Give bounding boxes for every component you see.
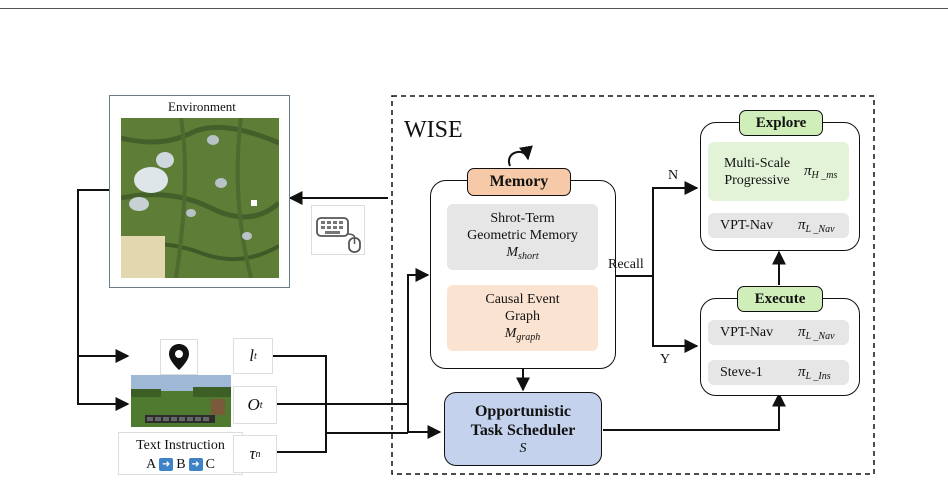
tau-edge <box>276 432 408 453</box>
multi-scale-progressive-box: Multi-Scale Progressive πH _ms <box>708 142 849 201</box>
instruction-step-b: B <box>176 456 186 472</box>
minecraft-map-image <box>121 118 279 278</box>
location-pin-box <box>160 339 198 375</box>
memory-header: Memory <box>467 168 571 196</box>
ot-to-scheduler-edge <box>276 403 442 439</box>
recall-n-edge <box>652 181 699 276</box>
arrow-right-icon: ➜ <box>159 457 174 471</box>
action-device <box>311 205 365 255</box>
location-pin-icon <box>169 344 189 370</box>
n-label: N <box>668 168 679 183</box>
scheduler-to-execute-edge <box>603 392 786 431</box>
recall-label: Recall <box>608 257 644 272</box>
text-instruction-title: Text Instruction <box>136 437 225 453</box>
execute-vpt-nav-box: VPT-Nav πL _Nav <box>708 320 849 345</box>
wise-frame <box>391 95 875 475</box>
environment-label: Environment <box>168 98 236 114</box>
arrow-right-icon: ➜ <box>188 457 203 471</box>
instruction-step-a: A <box>146 456 157 472</box>
lt-edge <box>272 355 327 433</box>
environment-panel: Environment <box>109 95 290 288</box>
env-to-obs-edge <box>77 189 130 411</box>
text-instruction-sequence: A ➜ B ➜ C <box>119 455 242 473</box>
memory-self-loop <box>507 145 533 167</box>
instruction-step-c: C <box>205 456 215 472</box>
execute-steve-box: Steve-1 πL _Ins <box>708 360 849 385</box>
short-term-memory-box: Shrot-Term Geometric Memory Mshort <box>447 204 598 270</box>
recall-y-edge <box>652 276 699 353</box>
observation-image <box>131 375 231 427</box>
keyboard-mouse-icon <box>316 217 361 253</box>
y-label: Y <box>660 352 671 367</box>
explore-vpt-nav-box: VPT-Nav πL _Nav <box>708 213 849 238</box>
text-instruction-box: Text Instruction A ➜ B ➜ C <box>118 432 243 475</box>
causal-event-graph-box: Causal Event Graph Mgraph <box>447 285 598 351</box>
task-scheduler-box: Opportunistic Task Scheduler S <box>444 392 602 466</box>
to-memory-edge <box>407 268 430 432</box>
top-rule <box>0 8 948 9</box>
explore-header: Explore <box>739 110 823 136</box>
execute-header: Execute <box>737 286 823 312</box>
wise-title: WISE <box>404 117 463 143</box>
